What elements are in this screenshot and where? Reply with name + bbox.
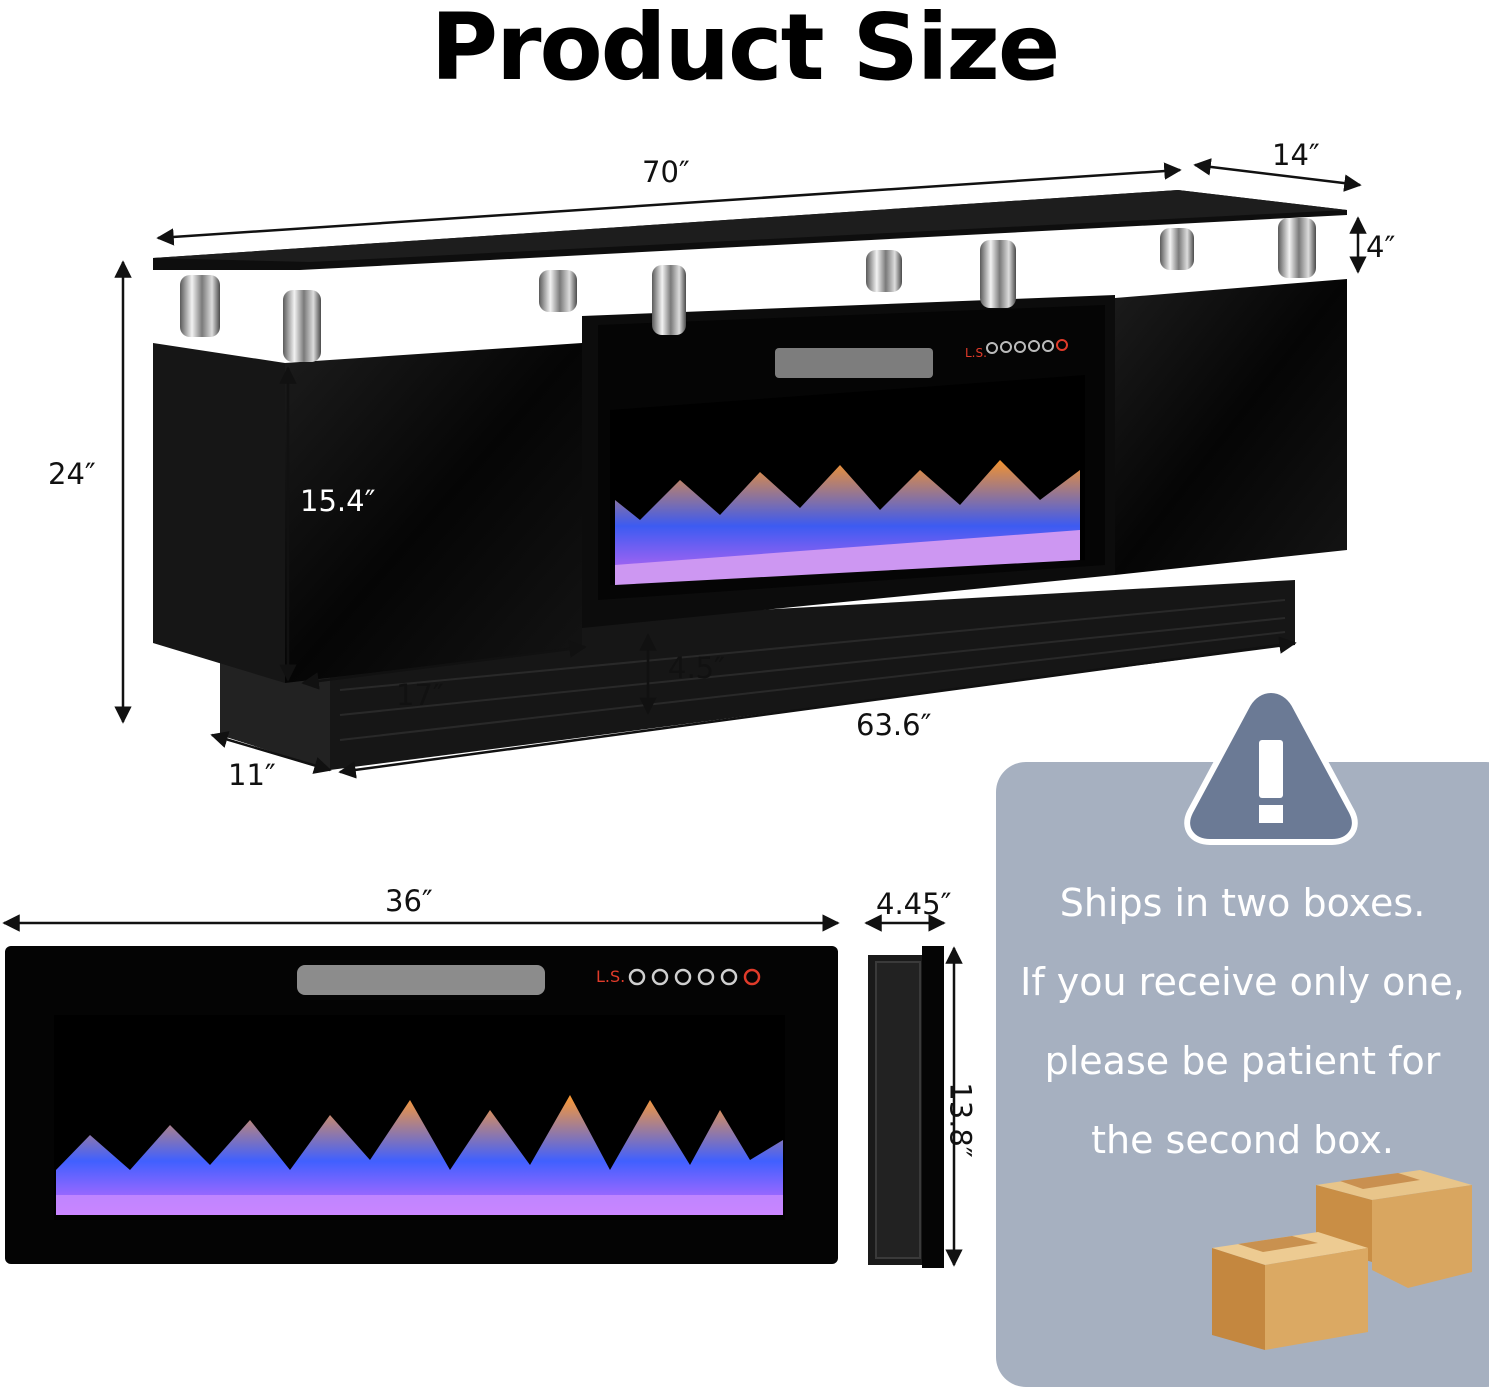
tv-stand: L.S. [153, 190, 1347, 770]
stand-dimension-lines [114, 158, 1367, 779]
page-title: Product Size [430, 0, 1061, 101]
power-icon [743, 968, 761, 986]
shipping-notice-text: Ships in two boxes. If you receive only … [996, 864, 1489, 1180]
left-cabinet-side [153, 343, 285, 683]
insert-control-label: L.S. [596, 967, 626, 986]
heater-vent [775, 348, 933, 378]
notice-line-2: If you receive only one, [1020, 960, 1465, 1004]
insert-depth-label: 4.45″ [876, 887, 952, 921]
height-label: 24″ [48, 457, 96, 491]
base-height-label: 4.5″ [668, 651, 725, 685]
insert-side-view [868, 946, 944, 1268]
insert-dimension-lines [2, 914, 963, 1267]
insert-flames [56, 1095, 783, 1215]
width-label: 70″ [642, 155, 690, 189]
insert-width-label: 36″ [385, 884, 433, 918]
flames [615, 460, 1080, 585]
door-width-label: 17″ [396, 678, 444, 712]
top-depth-label: 14″ [1272, 138, 1320, 172]
insert-front-view [5, 946, 838, 1264]
base-depth-label: 11″ [228, 758, 276, 792]
left-door [285, 343, 582, 683]
insert-height-label: 13.8″ [943, 1082, 978, 1158]
notice-line-4: the second box. [1091, 1118, 1394, 1162]
notice-line-3: please be patient for [1044, 1039, 1441, 1083]
chrome-posts [180, 218, 1316, 362]
base-width-label: 63.6″ [856, 708, 932, 742]
right-door [1115, 279, 1347, 575]
warning-icon [1184, 686, 1358, 845]
insert-control-icons [628, 968, 738, 986]
top-height-label: 4″ [1366, 230, 1396, 264]
shipping-boxes-icon [1212, 1170, 1472, 1350]
notice-line-1: Ships in two boxes. [1059, 881, 1426, 925]
insert-heater-vent [297, 965, 545, 995]
door-height-label: 15.4″ [300, 484, 376, 518]
control-panel-label: L.S. [965, 346, 987, 360]
